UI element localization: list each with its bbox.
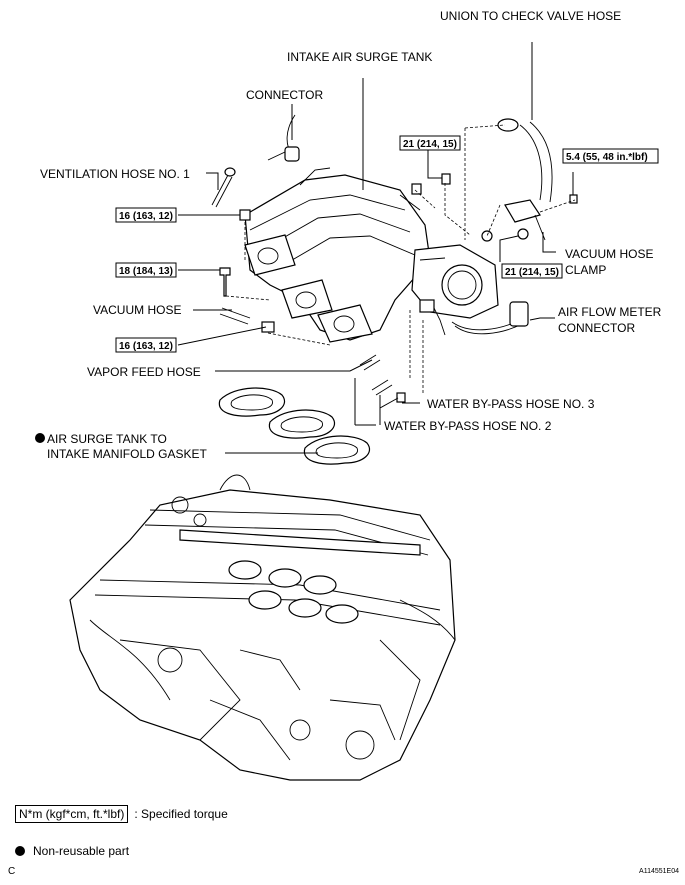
label-air-flow-meter-1: AIR FLOW METER — [558, 305, 662, 319]
torque-5-4: 5.4 (55, 48 in.*lbf) — [566, 152, 648, 163]
surge-tank-illustration — [244, 167, 431, 343]
torque-16-upper: 16 (163, 12) — [119, 211, 173, 222]
torque-box: 5.4 (55, 48 in.*lbf) — [562, 148, 659, 164]
label-air-flow-meter-2: CONNECTOR — [558, 321, 635, 335]
vacuum-hose-clamp-illustration — [481, 199, 546, 242]
legend-specified-torque: N*m (kgf*cm, ft.*lbf) : Specified torque — [15, 805, 228, 823]
label-union-to-check-valve-hose: UNION TO CHECK VALVE HOSE — [440, 9, 621, 23]
engine-block-illustration — [69, 474, 456, 781]
label-gasket-1: AIR SURGE TANK TO — [47, 432, 167, 446]
label-water-bypass-hose-no3: WATER BY-PASS HOSE NO. 3 — [427, 397, 595, 411]
label-vacuum-hose: VACUUM HOSE — [93, 303, 181, 317]
throttle-body-illustration — [411, 244, 499, 336]
legend-torque-text: : Specified torque — [134, 807, 228, 821]
legend-nonreusable-text: Non-reusable part — [33, 844, 130, 858]
figure-id: A114551E04 — [639, 868, 679, 875]
ventilation-hose-illustration — [211, 167, 236, 208]
label-water-bypass-hose-no2: WATER BY-PASS HOSE NO. 2 — [384, 419, 552, 433]
label-vacuum-hose-clamp-2: CLAMP — [565, 263, 606, 277]
check-valve-hose-illustration — [497, 118, 553, 203]
label-gasket-2: INTAKE MANIFOLD GASKET — [47, 447, 207, 461]
torque-box: 16 (163, 12) — [115, 337, 177, 353]
label-connector: CONNECTOR — [246, 88, 323, 102]
torque-18: 18 (184, 13) — [119, 266, 173, 277]
torque-box: 21 (214, 15) — [399, 135, 461, 151]
torque-box: 18 (184, 13) — [115, 262, 177, 278]
label-ventilation-hose-no1: VENTILATION HOSE NO. 1 — [40, 167, 190, 181]
torque-21-lower: 21 (214, 15) — [505, 267, 559, 278]
torque-21-upper: 21 (214, 15) — [403, 139, 457, 150]
label-vapor-feed-hose: VAPOR FEED HOSE — [87, 365, 201, 379]
label-intake-air-surge-tank: INTAKE AIR SURGE TANK — [287, 50, 432, 64]
non-reusable-dot-icon — [35, 433, 45, 443]
air-flow-meter-connector-illustration — [451, 301, 529, 335]
page-letter: C — [8, 866, 16, 877]
label-vacuum-hose-clamp-1: VACUUM HOSE — [565, 247, 653, 261]
non-reusable-dot-icon — [15, 846, 25, 856]
legend-non-reusable: Non-reusable part — [15, 844, 129, 858]
assembly-dashed-lines — [225, 124, 576, 395]
connector-illustration — [267, 114, 300, 162]
torque-16-lower: 16 (163, 12) — [119, 341, 173, 352]
torque-box: 16 (163, 12) — [115, 207, 177, 223]
torque-box: 21 (214, 15) — [501, 263, 563, 279]
gaskets-illustration — [218, 387, 371, 465]
legend-torque-box: N*m (kgf*cm, ft.*lbf) — [15, 805, 129, 823]
leader-lines — [177, 42, 574, 454]
